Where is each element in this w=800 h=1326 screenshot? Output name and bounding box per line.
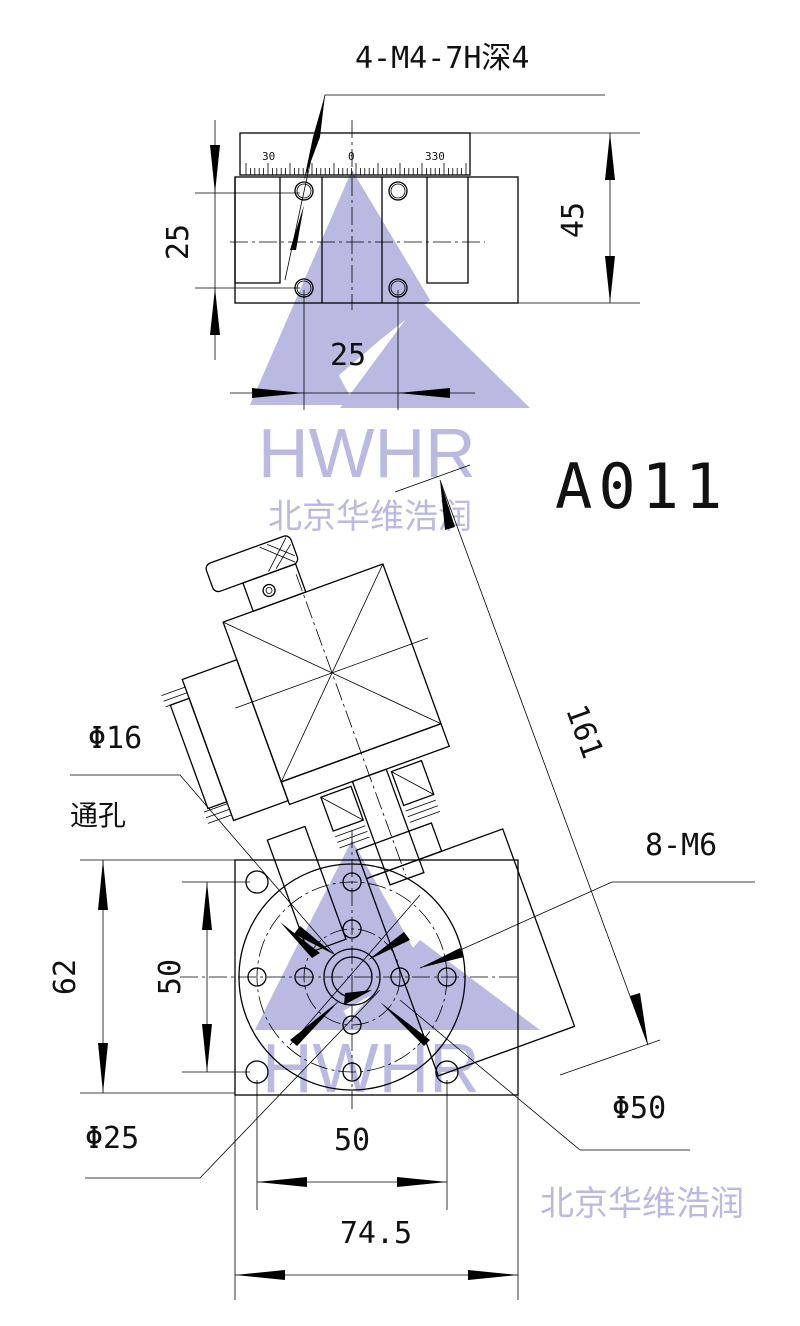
dim-plate-width: 74.5 [340, 1216, 412, 1251]
dim-hole-spacing-v: 50 [153, 959, 188, 995]
scale-label-330: 330 [425, 150, 445, 163]
scale-label-0: 0 [348, 150, 355, 163]
circle-diameter: Φ50 [612, 1091, 666, 1126]
top-view: 30 0 330 4-M4-7H深4 45 25 [161, 41, 640, 410]
dim-hole-spacing-h: 50 [334, 1123, 370, 1158]
watermark-logo-text: HWHR [258, 414, 476, 492]
dim-plate-height: 62 [48, 959, 83, 995]
base-plate [234, 859, 519, 1096]
watermark-logo-top [250, 170, 530, 408]
top-dim-hole-spacing-v: 25 [161, 224, 196, 260]
thread-callout: 8-M6 [645, 828, 717, 863]
adjust-knob [205, 535, 299, 593]
scale-ticks [245, 163, 467, 175]
through-hole-diameter: Φ16 [88, 721, 142, 756]
scale-label-30: 30 [262, 150, 275, 163]
top-dim-height: 45 [556, 202, 591, 238]
watermark-company-name-bottom: 北京华维浩润 [540, 1185, 744, 1223]
through-hole-label: 通孔 [70, 799, 126, 832]
watermark-company-name: 北京华维浩润 [268, 498, 472, 536]
bottom-view: Φ16 通孔 8-M6 Φ50 Φ25 62 50 50 74.5 [48, 721, 755, 1300]
dim-overall-length: 161 [558, 700, 609, 763]
top-dim-hole-spacing-h: 25 [330, 338, 366, 373]
bolt-circle-diameter: Φ25 [85, 1121, 139, 1156]
top-thread-callout: 4-M4-7H深4 [355, 41, 530, 76]
model-number: A011 [555, 450, 728, 523]
